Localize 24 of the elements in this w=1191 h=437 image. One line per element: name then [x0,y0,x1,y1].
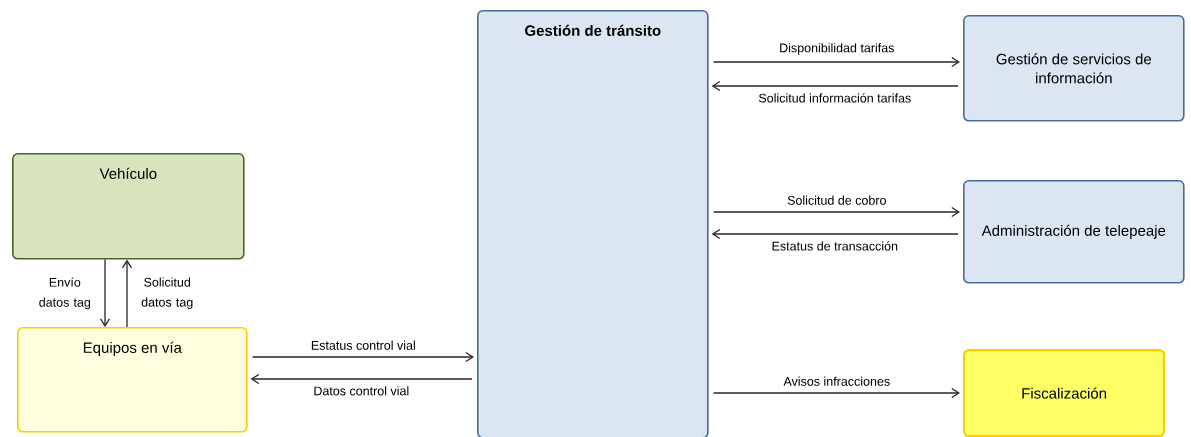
process-box: Administración de telepeaje [963,180,1185,284]
edge-label: Solicitud información tarifas [758,93,911,103]
process-box: Vehículo [12,153,245,260]
edge-label: Solicitud de cobro [787,195,886,205]
edge-label: Avisos infracciones [783,376,890,386]
arrow [250,373,473,385]
arrow [711,80,959,92]
edge-label: Solicitud datos tag [141,277,193,310]
arrow [251,351,474,363]
process-box: Gestión de tránsito [477,10,709,437]
arrow [712,387,960,399]
edge-label: Envío datos tag [39,277,91,310]
process-box: Equipos en vía [17,327,248,433]
process-box: Gestión de servicios de información [963,15,1185,122]
arrow [712,56,960,68]
edge-label: Estatus control vial [311,340,415,350]
process-box: Fiscalización [963,349,1166,437]
arrow [121,259,133,328]
arrow [712,206,960,218]
edge-label: Estatus de transacción [772,241,898,251]
edge-label: Disponibilidad tarifas [780,43,894,55]
arrow [711,228,959,240]
edge-label: Datos control vial [314,386,409,396]
arrow [99,258,111,327]
